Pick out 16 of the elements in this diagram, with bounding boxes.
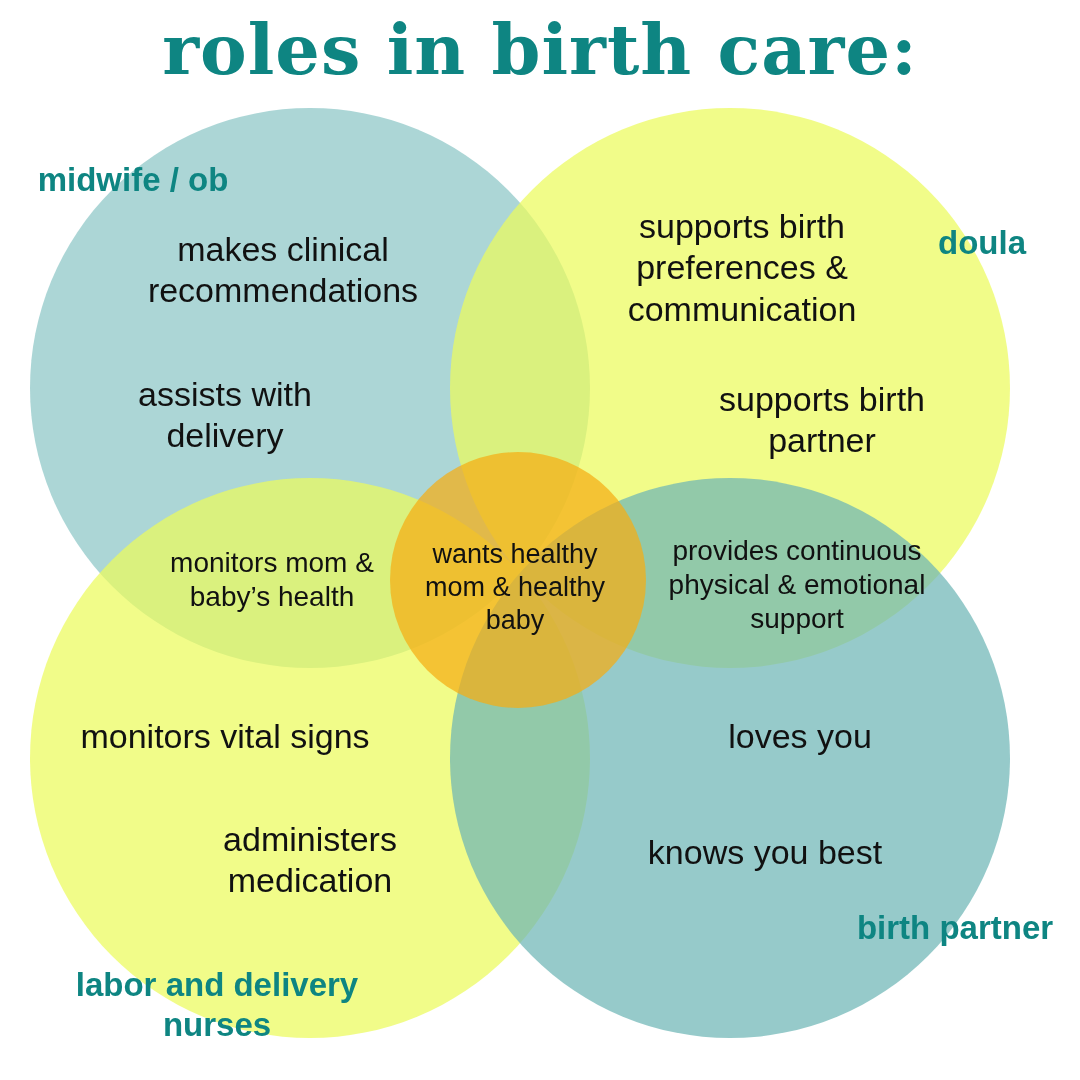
title: roles in birth care:	[161, 8, 919, 91]
circle-label: labor and delivery nurses	[74, 964, 360, 1045]
overlap-text: provides continuous physical & emotional support	[667, 533, 927, 637]
circle-text: supports birth preferences & communication	[626, 205, 858, 330]
overlap-text: monitors mom & baby’s health	[169, 545, 375, 614]
circle-text: makes clinical recommendations	[146, 228, 420, 311]
circle-text: administers medication	[222, 818, 398, 901]
circle-text: knows you best	[646, 832, 884, 874]
circle-label: doula	[937, 222, 1028, 263]
circle-text: assists with delivery	[137, 373, 313, 456]
circle-label: midwife / ob	[36, 159, 230, 200]
circle-text: loves you	[727, 716, 873, 758]
circle-label: birth partner	[855, 907, 1055, 948]
circle-text: supports birth partner	[718, 378, 926, 461]
circle-text: monitors vital signs	[79, 716, 371, 758]
circle-text: wants healthy mom & healthy baby	[423, 537, 607, 637]
